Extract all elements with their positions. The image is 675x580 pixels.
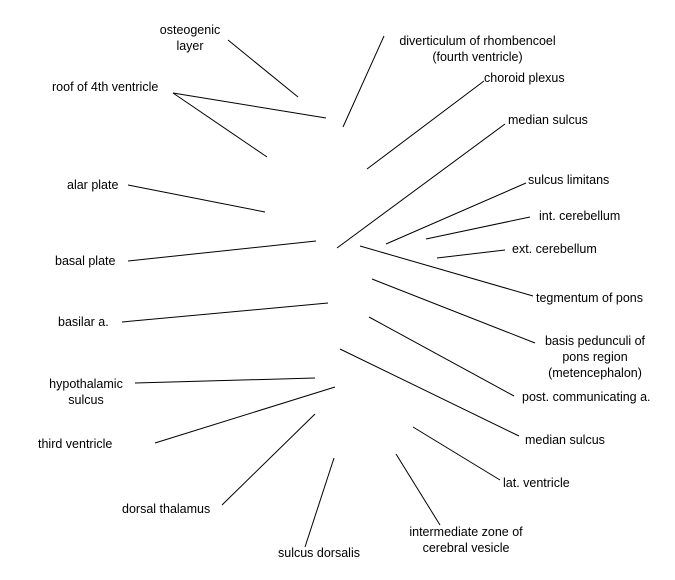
label-median-sulcus-lower: median sulcus bbox=[525, 433, 605, 447]
label-basis-pedunculi: basis pedunculi of pons region (metencep… bbox=[544, 334, 646, 380]
label-hypothalamic-sulcus: hypothalamic sulcus bbox=[49, 377, 123, 407]
label-tegmentum-of-pons: tegmentum of pons bbox=[536, 291, 644, 305]
leader-sulcus-limitans bbox=[385, 182, 527, 245]
label-sulcus-dorsalis: sulcus dorsalis bbox=[278, 546, 360, 560]
label-post-communicating-a: post. communicating a. bbox=[522, 390, 651, 404]
label-diverticulum: diverticulum of rhombencoel (fourth vent… bbox=[399, 34, 556, 64]
leader-basal-plate bbox=[127, 240, 317, 262]
leader-basilar-a bbox=[121, 302, 329, 323]
leader-post-communicating-a bbox=[368, 316, 515, 397]
label-choroid-plexus: choroid plexus bbox=[484, 71, 565, 85]
label-ext-cerebellum: ext. cerebellum bbox=[512, 242, 597, 256]
leader-tegmentum-of-pons bbox=[359, 245, 534, 297]
leader-sulcus-dorsalis bbox=[304, 457, 335, 548]
leader-third-ventricle bbox=[154, 386, 336, 444]
leader-dorsal-thalamus bbox=[221, 413, 316, 506]
leader-basis-pedunculi bbox=[371, 278, 536, 344]
leader-median-sulcus-lower bbox=[339, 348, 520, 437]
leader-int-cerebellum bbox=[425, 216, 531, 240]
leader-intermediate-zone bbox=[395, 453, 441, 526]
leader-choroid-plexus bbox=[366, 80, 485, 170]
label-basal-plate: basal plate bbox=[55, 254, 116, 268]
label-median-sulcus-upper: median sulcus bbox=[508, 113, 588, 127]
label-dorsal-thalamus: dorsal thalamus bbox=[122, 502, 211, 516]
label-basilar-a: basilar a. bbox=[58, 315, 109, 329]
label-third-ventricle: third ventricle bbox=[38, 437, 113, 451]
label-roof-of-4th-ventricle: roof of 4th ventricle bbox=[52, 80, 159, 94]
leader-diverticulum bbox=[342, 35, 385, 128]
leader-roof-4th-ventricle-lower bbox=[172, 92, 268, 158]
leader-roof-4th-ventricle-upper bbox=[172, 92, 327, 119]
leader-ext-cerebellum bbox=[436, 249, 506, 259]
leader-alar-plate bbox=[127, 184, 266, 213]
label-alar-plate: alar plate bbox=[67, 178, 119, 192]
label-osteogenic-layer: osteogenic layer bbox=[159, 23, 221, 53]
label-sulcus-limitans: sulcus limitans bbox=[528, 173, 610, 187]
label-intermediate-zone: intermediate zone of cerebral vesicle bbox=[409, 525, 523, 555]
leader-median-sulcus-upper bbox=[336, 123, 506, 249]
label-int-cerebellum: int. cerebellum bbox=[539, 209, 621, 223]
leader-osteogenic-layer bbox=[227, 39, 299, 98]
label-lat-ventricle: lat. ventricle bbox=[503, 476, 570, 490]
leader-hypothalamic-sulcus bbox=[134, 377, 316, 384]
leader-lat-ventricle bbox=[412, 426, 501, 481]
